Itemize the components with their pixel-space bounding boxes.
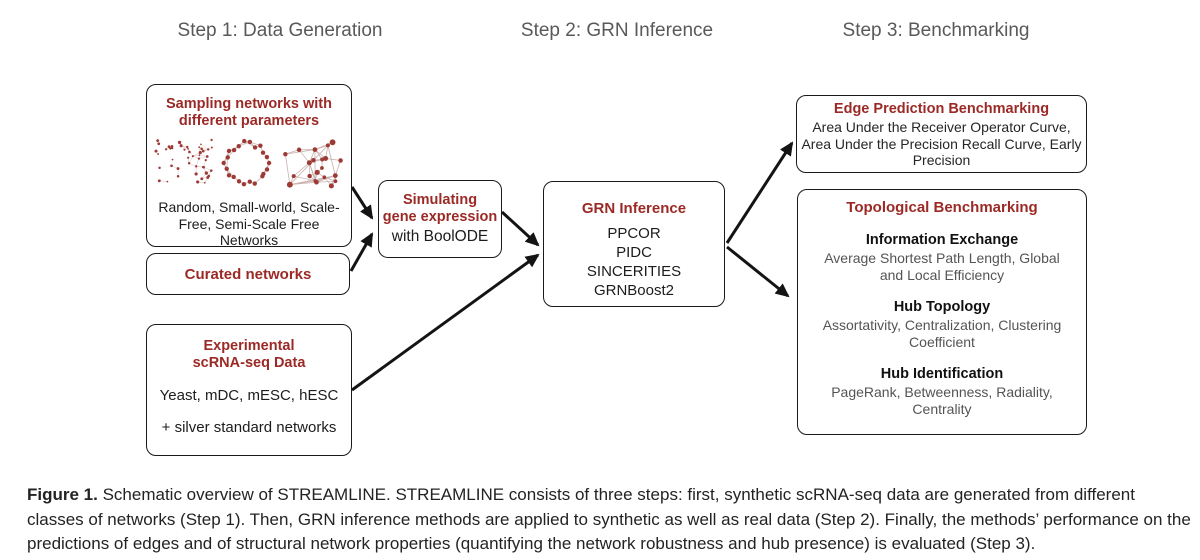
topo-section-items: Average Shortest Path Length, Global and… <box>824 250 1060 283</box>
topo-section-items: PageRank, Betweenness, Radiality, Centra… <box>831 384 1053 417</box>
experimental-data-box: Experimental scRNA-seq Data Yeast, mDC, … <box>146 324 352 456</box>
grn-methods-list: PPCOR PIDC SINCERITIES GRNBoost2 <box>587 224 681 300</box>
simulating-expression-box: Simulating gene expression with BoolODE <box>378 180 502 258</box>
grn-method: GRNBoost2 <box>593 282 675 299</box>
simulating-box-title-line1: Simulating <box>402 192 478 208</box>
sampling-box-body: Random, Small-world, Scale-Free, Semi-Sc… <box>158 199 340 248</box>
figure-caption-text: Schematic overview of STREAMLINE. STREAM… <box>27 485 1191 553</box>
network-thumbnails <box>153 134 345 196</box>
edge-box-metrics: Area Under the Receiver Operator Curve, … <box>801 119 1082 168</box>
arrow-experimental-to-grn <box>351 253 540 392</box>
topo-section-information-exchange: Information Exchange Average Shortest Pa… <box>824 232 1060 283</box>
grn-inference-box: GRN Inference PPCOR PIDC SINCERITIES GRN… <box>543 181 725 307</box>
arrow-grn-to-topo-benchmarking <box>726 245 790 298</box>
experimental-box-title-line2: scRNA-seq Data <box>192 355 306 371</box>
step1-header: Step 1: Data Generation <box>177 20 383 41</box>
figure-caption: Figure 1. Schematic overview of STREAMLI… <box>27 483 1192 557</box>
topo-section-heading: Hub Topology <box>893 299 991 315</box>
simulating-box-subtitle: with BoolODE <box>391 228 489 245</box>
topo-section-heading: Information Exchange <box>865 232 1019 248</box>
grn-method: SINCERITIES <box>586 263 682 280</box>
random-network-icon <box>153 134 215 197</box>
topo-section-hub-identification: Hub Identification PageRank, Betweenness… <box>816 366 1068 417</box>
edge-box-title: Edge Prediction Benchmarking <box>833 101 1050 117</box>
step3-header: Step 3: Benchmarking <box>842 20 1030 41</box>
simulating-box-title-line2: gene expression <box>382 209 498 225</box>
experimental-box-standards: + silver standard networks <box>161 419 337 436</box>
arrow-grn-to-edge-benchmarking <box>725 141 794 244</box>
curated-box-title: Curated networks <box>184 265 312 283</box>
experimental-box-datasets: Yeast, mDC, mESC, hESC <box>159 387 339 404</box>
sampling-box-title: Sampling networks with different paramet… <box>166 96 332 129</box>
grn-box-title: GRN Inference <box>581 200 687 217</box>
topo-box-title: Topological Benchmarking <box>846 199 1038 216</box>
topo-section-heading: Hub Identification <box>880 366 1004 382</box>
small-world-network-icon <box>217 134 277 197</box>
topo-section-items: Assortativity, Centralization, Clusterin… <box>822 317 1062 350</box>
arrow-simulating-to-grn <box>500 210 540 247</box>
arrow-sampling-to-simulating <box>350 186 374 220</box>
topo-section-hub-topology: Hub Topology Assortativity, Centralizati… <box>822 299 1062 350</box>
grn-method: PIDC <box>616 244 652 261</box>
step2-header: Step 2: GRN Inference <box>520 20 714 41</box>
experimental-box-title-line1: Experimental <box>203 338 295 354</box>
arrow-curated-to-simulating <box>349 232 374 272</box>
topological-benchmarking-box: Topological Benchmarking Information Exc… <box>797 189 1087 435</box>
curated-networks-box: Curated networks <box>146 253 350 295</box>
scale-free-network-icon <box>279 134 345 197</box>
sampling-networks-box: Sampling networks with different paramet… <box>146 84 352 248</box>
figure-caption-label: Figure 1. <box>27 485 98 504</box>
edge-prediction-benchmarking-box: Edge Prediction Benchmarking Area Under … <box>796 95 1087 173</box>
grn-method: PPCOR <box>607 225 661 242</box>
